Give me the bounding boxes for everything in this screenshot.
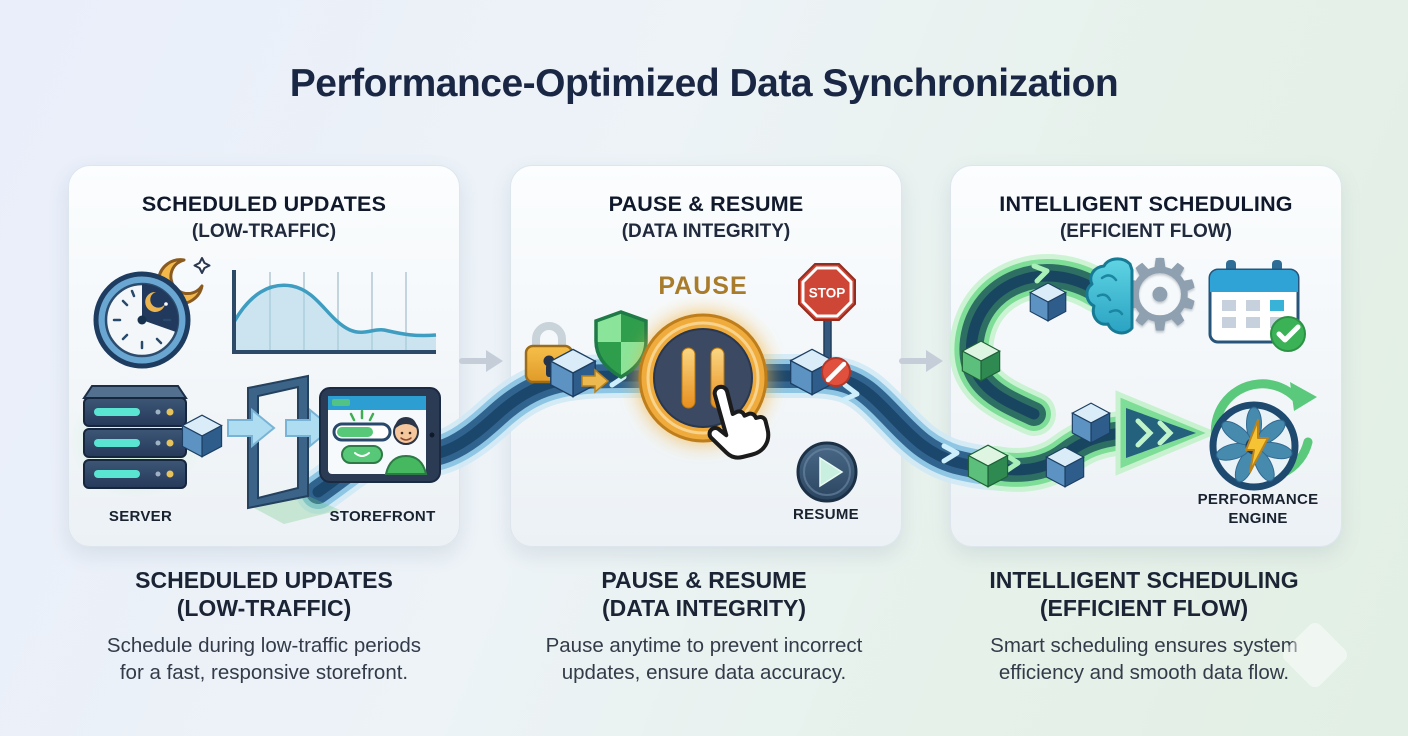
panel-subtitle-data-integrity: (DATA INTEGRITY) [621,221,791,242]
panel-scheduled-updates: SCHEDULED UPDATES (LOW-TRAFFIC) [68,165,460,547]
caption-title: SCHEDULED UPDATES [135,567,393,593]
panel-pause-resume: PAUSE & RESUME (DATA INTEGRITY) [510,165,902,547]
panel-title-intelligent-scheduling: INTELLIGENT SCHEDULING [999,192,1293,216]
caption-subtitle: (LOW-TRAFFIC) [176,595,352,621]
caption-title: PAUSE & RESUME [601,567,807,593]
caption-intelligent-scheduling: INTELLIGENT SCHEDULING (EFFICIENT FLOW) … [914,566,1374,686]
page-title: Performance-Optimized Data Synchronizati… [289,62,1119,105]
panel-subtitle-low-traffic: (LOW-TRAFFIC) [191,221,337,242]
pause-label: PAUSE [658,272,748,300]
caption-subtitle: (DATA INTEGRITY) [602,595,806,621]
caption-text-line2: for a fast, responsive storefront. [119,661,409,684]
storefront-label: STOREFRONT [329,508,436,525]
caption-text-line1: Smart scheduling ensures system [990,634,1298,657]
caption-pause-resume: PAUSE & RESUME (DATA INTEGRITY) Pause an… [474,566,934,686]
panel-title-pause-resume: PAUSE & RESUME [608,192,804,216]
caption-title: INTELLIGENT SCHEDULING [989,567,1299,593]
panel-subtitle-efficient-flow: (EFFICIENT FLOW) [1059,221,1233,242]
caption-text-line2: updates, ensure data accuracy. [561,661,847,684]
gear-icon: ⚙ [1116,240,1204,350]
caption-scheduled-updates: SCHEDULED UPDATES (LOW-TRAFFIC) Schedule… [34,566,494,686]
caption-text-line1: Pause anytime to prevent incorrect [545,634,863,657]
panel-title-scheduled-updates: SCHEDULED UPDATES [141,192,387,216]
caption-text-line1: Schedule during low-traffic periods [106,634,422,657]
caption-text-line2: efficiency and smooth data flow. [998,661,1290,684]
server-label: SERVER [108,508,173,525]
performance-engine-label: PERFORMANCE ENGINE [1197,491,1319,527]
caption-subtitle: (EFFICIENT FLOW) [1039,595,1249,621]
resume-label: RESUME [793,506,859,523]
